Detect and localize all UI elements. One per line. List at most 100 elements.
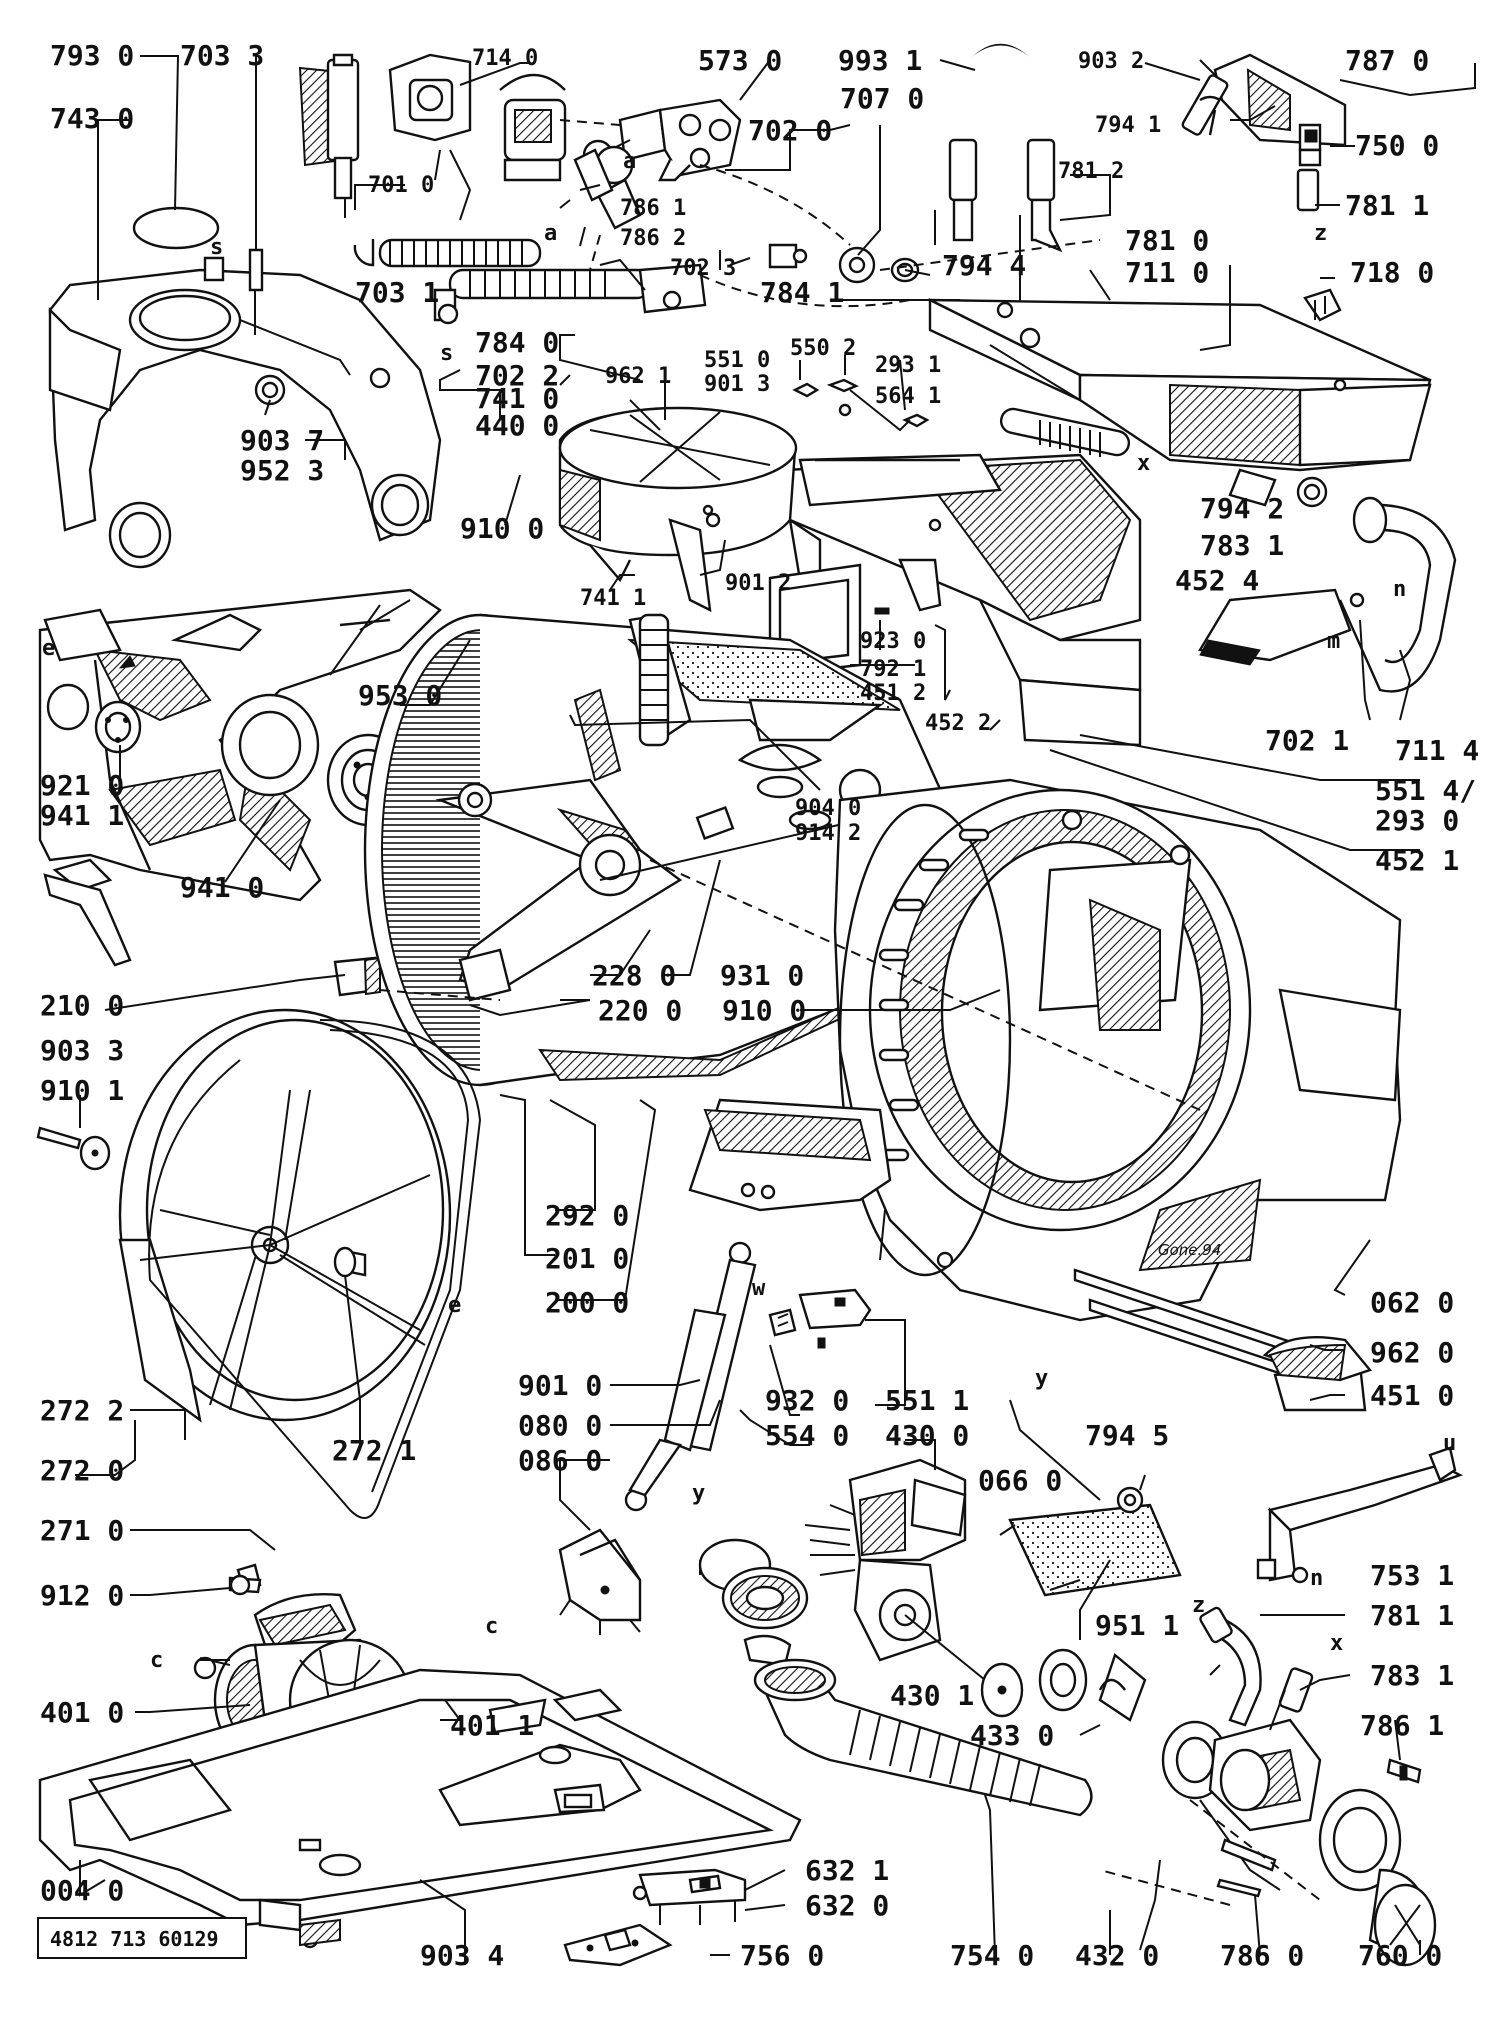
hose-u-shape (948, 44, 1063, 253)
marker-a: a (623, 149, 636, 174)
label-271-0: 271 0 (40, 1514, 124, 1547)
label-741-0: 741 0 (475, 382, 559, 415)
label-564-1: 564 1 (875, 384, 941, 409)
label-921-0: 921 0 (40, 769, 124, 802)
label-923-0: 923 0 (860, 629, 926, 654)
marker-u: u (1443, 1431, 1456, 1456)
label-004-0: 004 0 (40, 1874, 124, 1907)
drive-belt (148, 1019, 482, 1519)
label-228-0: 228 0 (592, 959, 676, 992)
label-786-1-top: 786 1 (620, 196, 686, 221)
leader-lines (75, 55, 1476, 1965)
clips-551-932 (768, 1288, 872, 1349)
label-993-1: 993 1 (838, 44, 922, 77)
marker-z-1: z (1314, 221, 1327, 246)
marker-x-1: x (1137, 451, 1150, 476)
drain-hose-754 (753, 1658, 1093, 1817)
label-932-0: 932 0 (765, 1384, 849, 1417)
letter-markers: s s a a x z n m e e y y w c c u n z x (42, 149, 1456, 1673)
label-786-2: 786 2 (620, 226, 686, 251)
marker-n-1: n (1393, 577, 1406, 602)
drum (363, 613, 947, 1087)
label-784-0: 784 0 (475, 326, 559, 359)
label-787-0: 787 0 (1345, 44, 1429, 77)
label-062-0: 062 0 (1370, 1286, 1454, 1319)
label-781-0: 781 0 (1125, 224, 1209, 257)
motor-cover-hub (558, 399, 798, 613)
hose-781 (1199, 1606, 1314, 1731)
label-452-1: 452 1 (1375, 844, 1459, 877)
clip-718 (1303, 288, 1342, 322)
label-750-0: 750 0 (1355, 129, 1439, 162)
label-962-1: 962 1 (605, 364, 671, 389)
label-703-1: 703 1 (355, 276, 439, 309)
label-272-2: 272 2 (40, 1394, 124, 1427)
label-718-0: 718 0 (1350, 256, 1434, 289)
label-440-0: 440 0 (475, 409, 559, 442)
label-714-0: 714 0 (472, 46, 538, 71)
bracket-753 (1256, 1446, 1464, 1584)
label-901-3: 901 3 (704, 372, 770, 397)
label-086-0: 086 0 (518, 1444, 602, 1477)
small-fasteners-top (792, 378, 930, 428)
label-781-1: 781 1 (1345, 189, 1429, 222)
label-433-0: 433 0 (970, 1719, 1054, 1752)
label-783-1-bottom: 783 1 (1370, 1659, 1454, 1692)
label-430-1: 430 1 (890, 1679, 974, 1712)
label-953-0: 953 0 (358, 679, 442, 712)
label-550-2: 550 2 (790, 336, 856, 361)
marker-a-2: a (544, 221, 557, 246)
screw-912 (228, 1574, 262, 1596)
marker-c-2: c (150, 1648, 163, 1673)
label-786-1-bottom: 786 1 (1360, 1709, 1444, 1742)
label-756-0: 756 0 (740, 1939, 824, 1972)
label-452-2: 452 2 (925, 711, 991, 736)
clamp-786-1 (1386, 1758, 1422, 1784)
label-786-0: 786 0 (1220, 1939, 1304, 1972)
label-632-0: 632 0 (805, 1889, 889, 1922)
label-903-2: 903 2 (1078, 49, 1144, 74)
diagram-code-box: 4812 713 60129 (37, 1917, 247, 1959)
label-451-2: 451 2 (860, 681, 926, 706)
label-200-0: 200 0 (545, 1286, 629, 1319)
label-220-0: 220 0 (598, 994, 682, 1027)
label-741-1: 741 1 (580, 586, 646, 611)
sump-seal (698, 1538, 809, 1667)
label-066-0: 066 0 (978, 1464, 1062, 1497)
label-951-1: 951 1 (1095, 1609, 1179, 1642)
label-941-1: 941 1 (40, 799, 124, 832)
marker-y-2: y (692, 1481, 705, 1506)
detergent-housing (48, 206, 442, 569)
label-753-1: 753 1 (1370, 1559, 1454, 1592)
arm-210 (43, 873, 132, 967)
label-931-0: 931 0 (720, 959, 804, 992)
marker-w: w (752, 1276, 766, 1301)
label-903-7: 903 7 (240, 424, 324, 457)
label-901-2: 901 2 (725, 571, 791, 596)
label-903-4: 903 4 (420, 1939, 504, 1972)
label-210-0: 210 0 (40, 989, 124, 1022)
label-711-0: 711 0 (1125, 256, 1209, 289)
marker-c-1: c (485, 1614, 498, 1639)
label-792-1: 792 1 (860, 657, 926, 682)
label-452-4: 452 4 (1175, 564, 1259, 597)
screw-910-1 (36, 1126, 111, 1171)
marker-y-1: y (1035, 1366, 1048, 1391)
label-430-0: 430 0 (885, 1419, 969, 1452)
marker-m: m (1327, 629, 1340, 654)
label-760-0: 760 0 (1358, 1939, 1442, 1972)
label-707-0: 707 0 (840, 82, 924, 115)
label-551-1: 551 1 (885, 1384, 969, 1417)
hose-783 (999, 407, 1328, 508)
marker-n-2: n (1310, 1566, 1323, 1591)
marker-x-2: x (1330, 1631, 1343, 1656)
filter-assembly (1161, 1718, 1437, 1967)
label-080-0: 080 0 (518, 1409, 602, 1442)
tub-front (649, 778, 1402, 1322)
label-401-0: 401 0 (40, 1696, 124, 1729)
part-labels: 793 0 703 3 743 0 714 0 573 0 993 1 903 … (40, 39, 1479, 1972)
label-962-0: 962 0 (1370, 1336, 1454, 1369)
label-901-0: 901 0 (518, 1369, 602, 1402)
label-781-2: 781 2 (1058, 159, 1124, 184)
